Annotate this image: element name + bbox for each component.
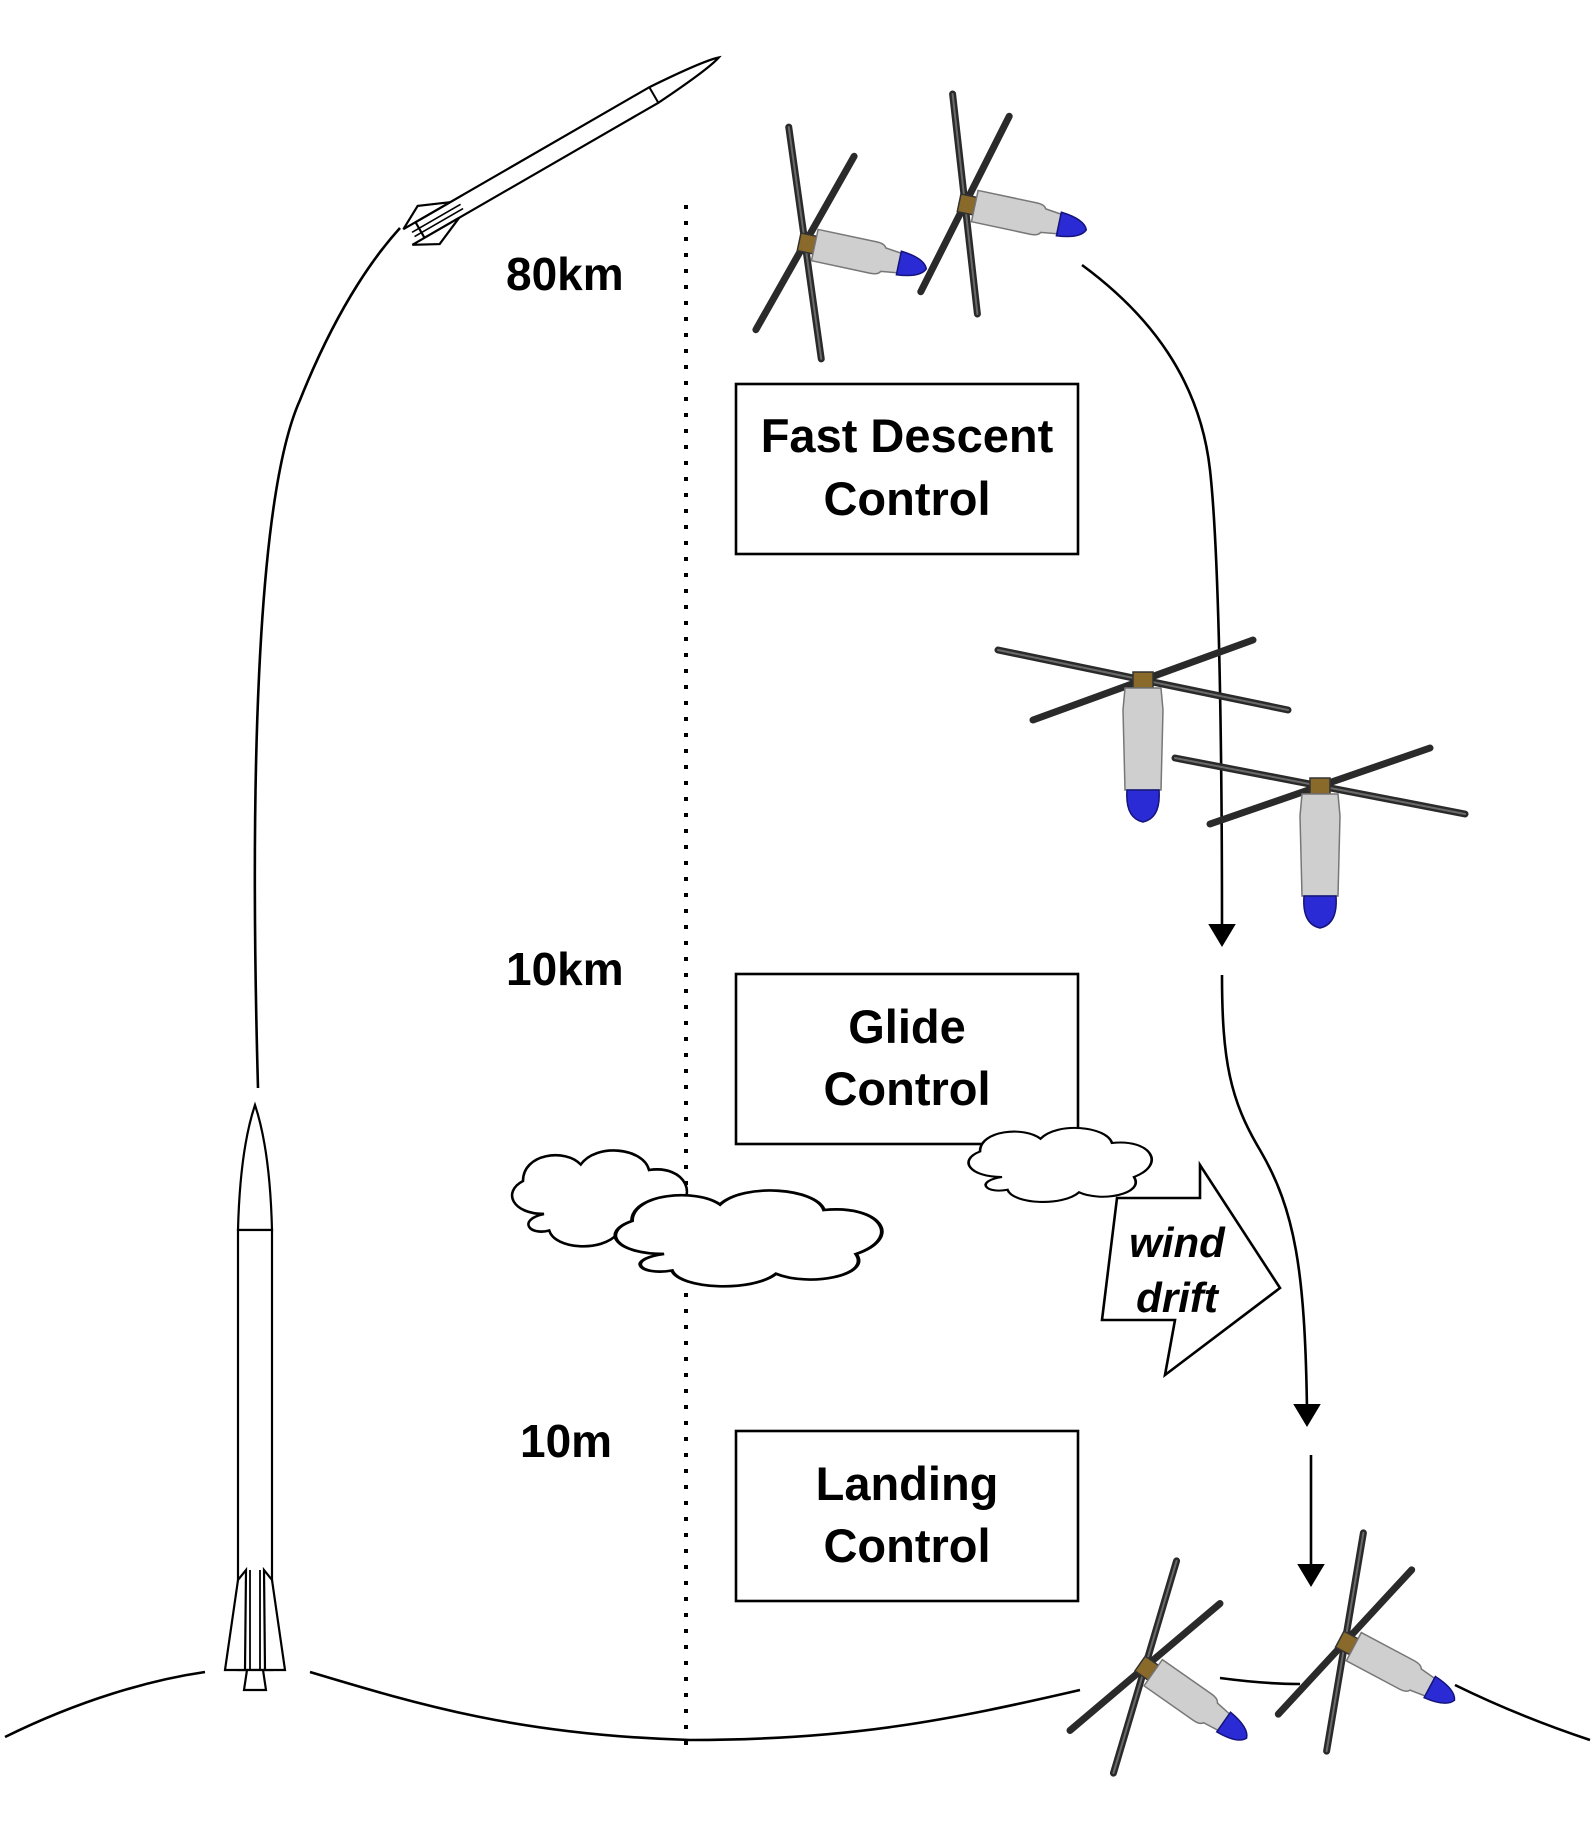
wind-label-line2: drift bbox=[1136, 1274, 1220, 1321]
rocket-icon bbox=[402, 55, 722, 246]
phase-label-line1: Landing bbox=[816, 1457, 999, 1510]
altitude-label-10m: 10m bbox=[520, 1415, 612, 1467]
descent-path-line bbox=[1220, 974, 1309, 1411]
descent-path-line bbox=[1081, 263, 1224, 931]
phase-box-landing: Landing Control bbox=[734, 1429, 1080, 1603]
altitude-label-80km: 80km bbox=[506, 248, 624, 300]
autorotating-probe-icon bbox=[917, 90, 1091, 318]
arrowhead-icon bbox=[1297, 1564, 1325, 1587]
trajectory-line bbox=[253, 227, 401, 1089]
wind-label-line1: wind bbox=[1129, 1219, 1226, 1266]
phase-label-line1: Fast Descent bbox=[761, 409, 1054, 462]
autorotating-probe-icon bbox=[1274, 1529, 1463, 1755]
cloud-icon bbox=[967, 1126, 1154, 1204]
rocket-icon bbox=[223, 1101, 287, 1692]
phase-label-line2: Control bbox=[823, 1519, 990, 1572]
autorotating-probe-icon bbox=[994, 636, 1292, 823]
wind-drift-arrow-icon: wind drift bbox=[1100, 1160, 1282, 1379]
cloud-icon bbox=[613, 1188, 884, 1289]
arrowhead-icon bbox=[1208, 924, 1236, 947]
ground-line bbox=[4, 1670, 206, 1739]
autorotating-probe-icon bbox=[752, 123, 931, 363]
arrowhead-icon bbox=[1293, 1404, 1321, 1427]
altitude-label-10km: 10km bbox=[506, 943, 624, 995]
autorotating-probe-icon bbox=[1066, 1557, 1257, 1777]
autorotating-probe-icon bbox=[1171, 744, 1469, 929]
phase-label-line1: Glide bbox=[848, 1000, 966, 1053]
phase-label-line2: Control bbox=[823, 1062, 990, 1115]
phase-box-fast-descent: Fast Descent Control bbox=[734, 382, 1080, 556]
phase-box-glide: Glide Control bbox=[734, 972, 1080, 1146]
phase-label-line2: Control bbox=[823, 472, 990, 525]
